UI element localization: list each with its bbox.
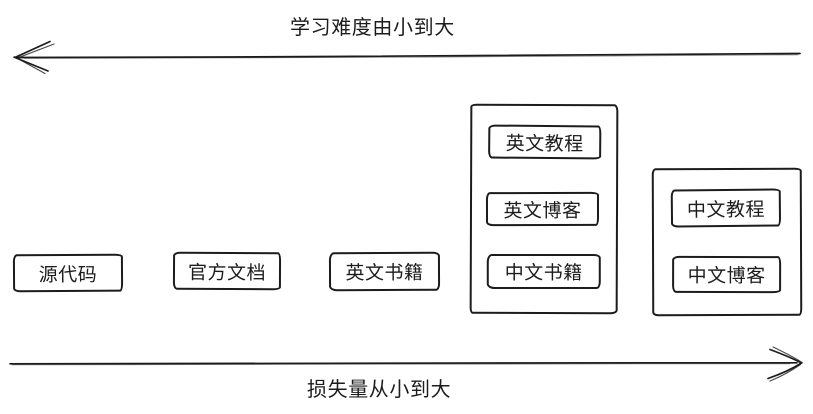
box-chinese-blogs-label: 中文博客 xyxy=(687,265,766,288)
loss-axis-label: 损失量从小到大 xyxy=(307,379,452,401)
box-english-blogs: 英文博客 xyxy=(485,191,600,227)
box-chinese-books: 中文书籍 xyxy=(486,253,601,290)
box-chinese-tutorials-label: 中文教程 xyxy=(686,199,765,221)
box-english-blogs-label: 英文博客 xyxy=(503,200,582,222)
box-official-docs-label: 官方文档 xyxy=(187,262,267,284)
group-box-english-tutorials-blogs-chinese-books: 英文教程 英文博客 中文书籍 xyxy=(469,103,619,315)
box-english-tutorials-label: 英文教程 xyxy=(505,133,584,155)
box-english-tutorials: 英文教程 xyxy=(488,124,602,160)
box-source-code: 源代码 xyxy=(12,253,124,293)
difficulty-axis-label: 学习难度由小到大 xyxy=(290,17,455,39)
box-chinese-books-label: 中文书籍 xyxy=(504,262,583,285)
box-source-code-label: 源代码 xyxy=(38,264,98,286)
box-english-books: 英文书籍 xyxy=(328,251,441,292)
box-official-docs: 官方文档 xyxy=(172,251,282,291)
box-english-books-label: 英文书籍 xyxy=(345,262,424,285)
group-box-chinese-tutorials-blogs: 中文教程 中文博客 xyxy=(651,167,803,317)
box-chinese-blogs: 中文博客 xyxy=(672,255,782,294)
box-chinese-tutorials: 中文教程 xyxy=(670,188,782,228)
difficulty-axis-arrow xyxy=(12,40,801,75)
